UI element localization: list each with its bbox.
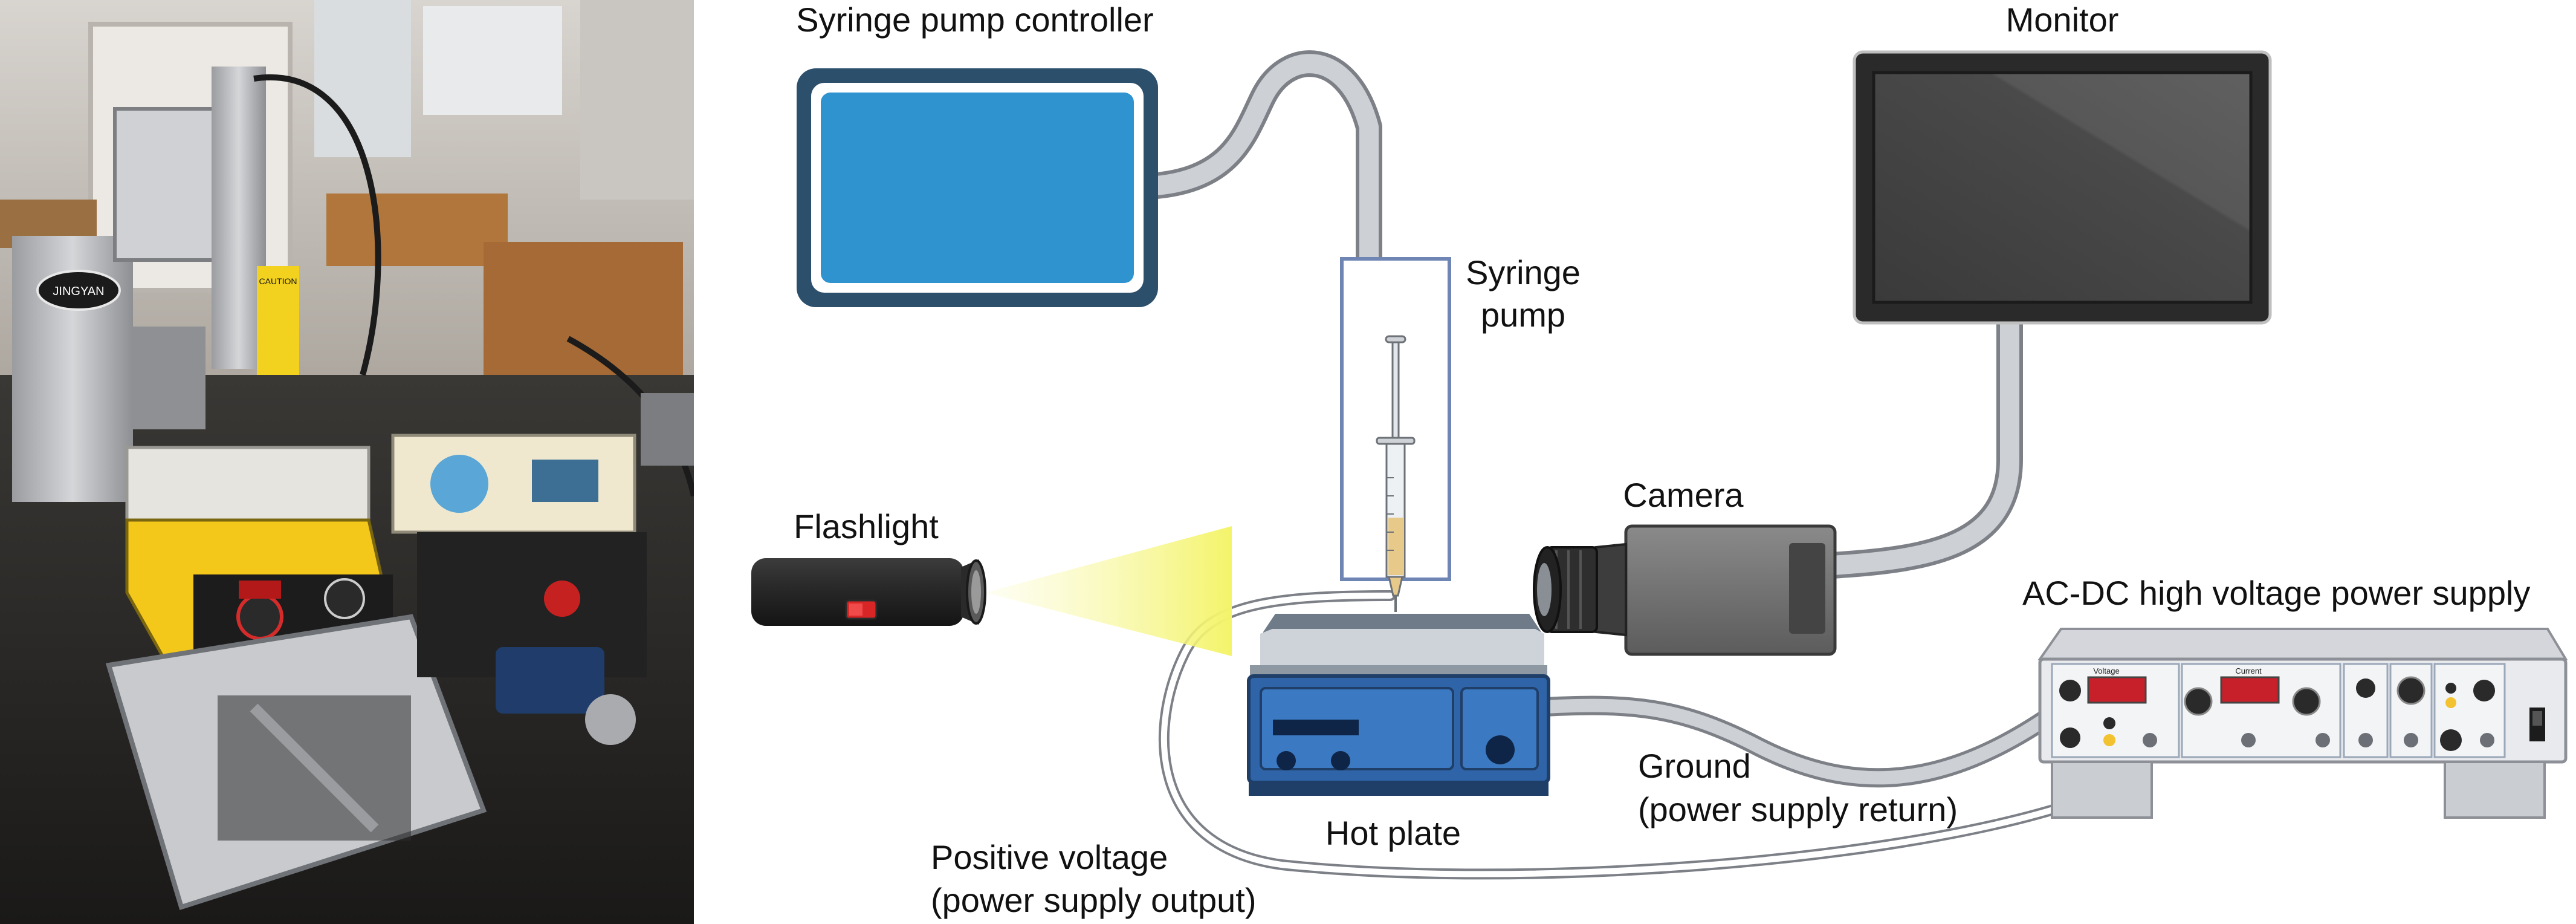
monitor — [1853, 50, 2272, 325]
hot-plate-label: Hot plate — [1325, 814, 1461, 852]
voltage-panel-label: Voltage — [2093, 666, 2119, 675]
camera-icon — [1533, 524, 1837, 656]
syringe-pump-controller-label: Syringe pump controller — [796, 1, 1153, 39]
monitor-label: Monitor — [2006, 1, 2119, 39]
caution-sticker: CAUTION — [259, 276, 297, 286]
flashlight-icon — [751, 558, 986, 626]
flashlight-label: Flashlight — [794, 507, 939, 545]
voltage-display — [2087, 676, 2147, 704]
syringe-pump-label-line2: pump — [1481, 296, 1565, 334]
positive-voltage-label-line2: (power supply output) — [931, 881, 1257, 919]
cables — [1135, 50, 2066, 880]
lab-setup-photo: CAUTION JINGYAN — [0, 0, 694, 924]
current-panel-label: Current — [2235, 666, 2262, 675]
light-beam — [985, 526, 1232, 656]
syringe-pump-controller — [797, 68, 1158, 307]
camera-label: Camera — [1623, 476, 1744, 514]
syringe-icon — [1376, 335, 1416, 612]
hot-plate-icon — [1247, 614, 1550, 796]
current-display — [2220, 676, 2280, 704]
power-supply-icon: Voltage Current — [2037, 628, 2568, 819]
ground-label-line1: Ground — [1638, 747, 1751, 785]
power-supply-label: AC-DC high voltage power supply — [2022, 574, 2530, 612]
ground-label-line2: (power supply return) — [1638, 790, 1958, 828]
syringe-pump — [1340, 257, 1451, 612]
positive-voltage-label-line1: Positive voltage — [931, 838, 1168, 876]
syringe-pump-label-line1: Syringe — [1466, 253, 1581, 291]
brand-badge: JINGYAN — [53, 285, 104, 298]
